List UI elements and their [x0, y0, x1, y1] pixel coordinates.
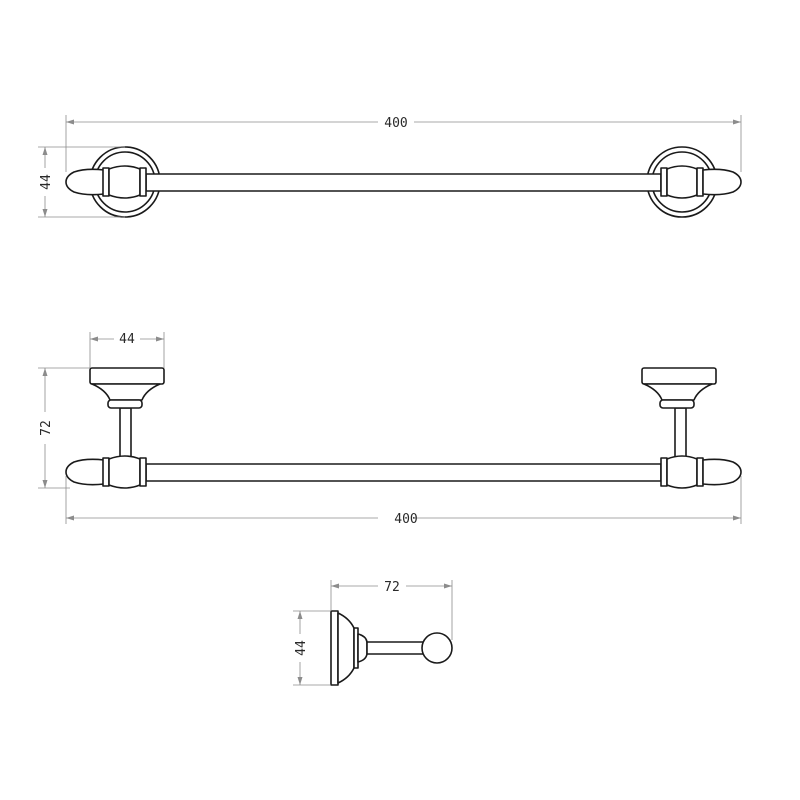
- right-base-plate: [641, 367, 717, 385]
- top-left-ring-inner: [139, 457, 147, 487]
- left-base-neck: [107, 399, 143, 409]
- top-bar: [145, 463, 662, 482]
- right-base-flare: [643, 383, 713, 401]
- top-base-arrow-right: [156, 336, 164, 342]
- top-width-arrow-right: [733, 515, 741, 521]
- side-wall-plate: [330, 610, 339, 686]
- front-height-arrow-top: [42, 147, 48, 155]
- right-end-cap: [702, 168, 742, 196]
- top-base-label: 44: [119, 332, 135, 347]
- top-depth-label: 72: [39, 420, 54, 436]
- top-base-arrow-left: [90, 336, 98, 342]
- right-knuckle: [666, 165, 698, 199]
- front-bar: [145, 173, 662, 192]
- side-collar: [357, 633, 368, 663]
- front-view: 400 44: [38, 115, 742, 218]
- side-height-arrow-bottom: [297, 677, 303, 685]
- top-width-arrow-left: [66, 515, 74, 521]
- side-view: 72 44: [293, 580, 453, 686]
- top-right-ring-outer: [696, 457, 704, 487]
- front-width-arrow-right: [733, 119, 741, 125]
- side-height-label: 44: [294, 640, 309, 656]
- right-post: [674, 407, 687, 464]
- left-knuckle: [108, 165, 141, 199]
- side-height-arrow-top: [297, 611, 303, 619]
- side-depth-label: 72: [384, 580, 400, 595]
- top-left-ring-outer: [102, 457, 110, 487]
- top-left-knuckle: [108, 455, 141, 489]
- top-base-label-bg: [114, 330, 140, 344]
- front-height-arrow-bottom: [42, 209, 48, 217]
- front-width-arrow-left: [66, 119, 74, 125]
- front-height-label: 44: [39, 174, 54, 190]
- side-arm: [366, 641, 426, 655]
- side-depth-arrow-left: [331, 583, 339, 589]
- left-end-cap: [65, 168, 105, 196]
- top-depth-arrow-top: [42, 368, 48, 376]
- top-right-ring-inner: [660, 457, 668, 487]
- left-base-plate: [89, 367, 165, 385]
- top-depth-arrow-bottom: [42, 480, 48, 488]
- top-width-label: 400: [394, 512, 417, 527]
- top-left-end-cap: [65, 458, 105, 486]
- front-width-label: 400: [384, 116, 407, 131]
- right-ring-inner: [660, 167, 668, 197]
- top-right-end-cap: [702, 458, 742, 486]
- side-depth-arrow-right: [444, 583, 452, 589]
- right-ring-outer: [696, 167, 704, 197]
- top-view: 44 72 400: [38, 330, 742, 527]
- left-base-flare: [91, 383, 161, 401]
- right-base-neck: [659, 399, 695, 409]
- left-ring-inner: [139, 167, 147, 197]
- left-ring-outer: [102, 167, 110, 197]
- left-post: [119, 407, 132, 464]
- side-base-flare: [337, 612, 355, 684]
- side-bar-end: [421, 632, 453, 664]
- top-right-knuckle: [666, 455, 698, 489]
